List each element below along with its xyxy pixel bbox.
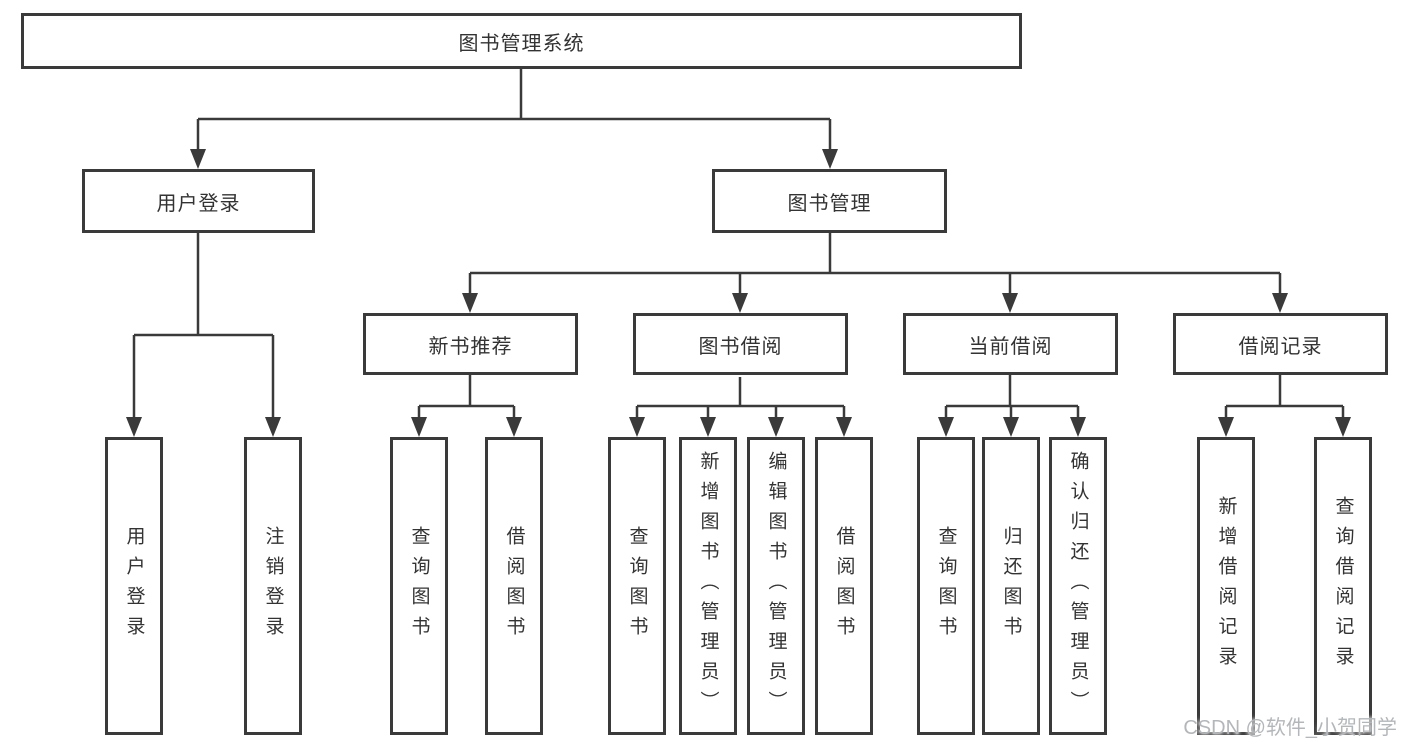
leaf-bb-query-books-label: 查询图书 [626,526,648,646]
leaf-nb-query-books: 查询图书 [390,437,448,735]
node-book-management: 图书管理 [712,169,947,233]
leaf-cb-confirm-return-admin-label: 确认归还（管理员） [1067,451,1089,721]
leaf-br-add-record-label: 新增借阅记录 [1215,496,1237,676]
leaf-cb-return-books: 归还图书 [982,437,1040,735]
edge-new-books-bus [417,375,516,419]
node-book-management-label: 图书管理 [787,192,872,215]
arrowheads [126,149,1351,437]
leaf-br-query-record-label: 查询借阅记录 [1332,496,1354,676]
edge-book-mgmt-bus [468,233,1282,295]
leaf-bb-edit-books-admin-label: 编辑图书（管理员） [765,451,787,721]
leaf-bb-borrow-books: 借阅图书 [815,437,873,735]
edge-book-borrow-bus [635,377,846,419]
node-new-book-recommend: 新书推荐 [363,313,578,375]
leaf-bb-borrow-books-label: 借阅图书 [833,526,855,646]
leaf-user-login-label: 用户登录 [123,526,145,646]
leaf-logout: 注销登录 [244,437,302,735]
node-user-login: 用户登录 [82,169,315,233]
leaf-cb-return-books-label: 归还图书 [1000,526,1022,646]
node-current-borrow: 当前借阅 [903,313,1118,375]
leaf-br-query-record: 查询借阅记录 [1314,437,1372,735]
edge-borrow-records-bus [1224,375,1345,419]
leaf-bb-add-books-admin-label: 新增图书（管理员） [697,451,719,721]
leaf-bb-query-books: 查询图书 [608,437,666,735]
edge-current-borrow-bus [944,375,1080,419]
node-root: 图书管理系统 [21,13,1022,69]
leaf-nb-query-books-label: 查询图书 [408,526,430,646]
node-new-book-recommend-label: 新书推荐 [428,335,513,358]
leaf-user-login: 用户登录 [105,437,163,735]
leaf-br-add-record: 新增借阅记录 [1197,437,1255,735]
edge-user-login-bus [132,233,275,419]
csdn-watermark: CSDN @软件_小贺同学 [1183,717,1397,739]
leaf-cb-query-books: 查询图书 [917,437,975,735]
node-borrow-records-label: 借阅记录 [1238,335,1323,358]
leaf-nb-borrow-books-label: 借阅图书 [503,526,525,646]
leaf-cb-query-books-label: 查询图书 [935,526,957,646]
node-user-login-label: 用户登录 [156,192,241,215]
node-root-label: 图书管理系统 [458,32,585,55]
leaf-nb-borrow-books: 借阅图书 [485,437,543,735]
leaf-bb-edit-books-admin: 编辑图书（管理员） [747,437,805,735]
edge-root-bus [196,69,832,151]
leaf-cb-confirm-return-admin: 确认归还（管理员） [1049,437,1107,735]
leaf-bb-add-books-admin: 新增图书（管理员） [679,437,737,735]
node-book-borrow: 图书借阅 [633,313,848,375]
node-book-borrow-label: 图书借阅 [698,335,783,358]
leaf-logout-label: 注销登录 [262,526,284,646]
node-current-borrow-label: 当前借阅 [968,335,1053,358]
node-borrow-records: 借阅记录 [1173,313,1388,375]
